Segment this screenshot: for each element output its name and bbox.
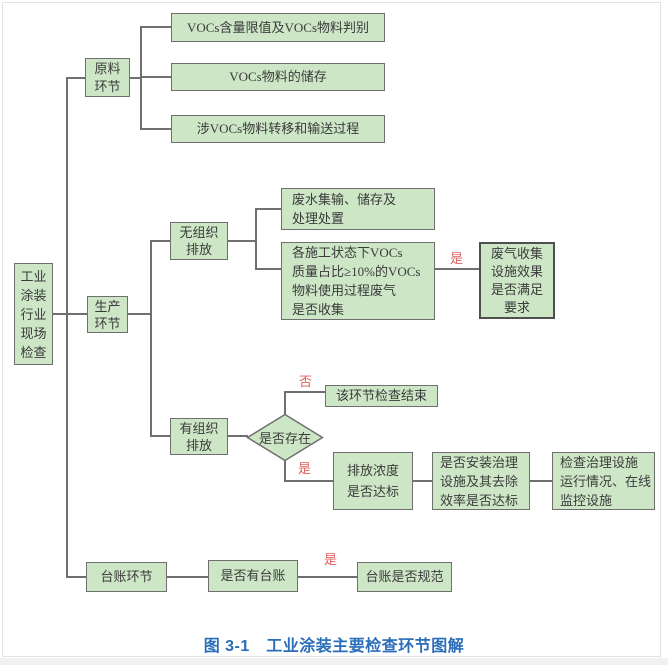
node-vocs-transfer: 涉VOCs物料转移和输送过程 [171,115,385,143]
connector-raw-material-out [130,77,142,79]
connector-to-vocs-storage [140,76,172,78]
node-treatment-installed: 是否安装治理 设施及其去除 效率是否达标 [432,452,530,510]
connector-to-vocs-limit [140,26,172,28]
node-ledger-standard: 台账是否规范 [357,562,452,592]
connector-yes-vertical [284,459,286,482]
connector-collection-yes [435,268,479,270]
connector-production-out [128,313,152,315]
connector-ledger-out [167,576,208,578]
connector-trunk-vertical [66,78,68,578]
figure-caption: 图 3-1 工业涂装主要检查环节图解 [203,638,465,655]
node-vocs-collection: 各施工状态下VOCs 质量占比≥10%的VOCs 物料使用过程废气 是否收集 [281,242,435,320]
connector-root-to-production [53,313,88,315]
edge-label-yes-ledger: 是 [324,552,338,567]
connector-ledger-yes [298,576,357,578]
stage-production: 生产 环节 [87,296,128,333]
connector-fugitive-branch-vertical [255,208,257,270]
stage-ledger: 台账环节 [86,562,167,592]
connector-production-branch-vertical [150,240,152,437]
connector-yes-horizontal [284,480,334,482]
node-organized-emission: 有组织 排放 [170,418,228,455]
node-gas-collection-effect: 废气收集 设施效果 是否满足 要求 [479,242,555,319]
connector-trunk-to-ledger [66,576,87,578]
decision-exist-label: 是否存在 [258,431,311,446]
connector-raw-branch-vertical [140,26,142,130]
connector-to-vocs-transfer [140,128,172,130]
edge-label-yes-exist: 是 [298,461,312,476]
page-bottom-edge [0,658,668,665]
edge-label-yes-collection: 是 [450,251,464,266]
connector-treatment-to-check [530,480,552,482]
node-vocs-limit: VOCs含量限值及VOCs物料判别 [171,13,385,42]
connector-to-vocs-collection [255,268,281,270]
connector-fugitive-out [228,240,257,242]
connector-trunk-to-raw-material [66,77,86,79]
connector-concentration-to-treatment [413,480,432,482]
node-check-end: 该环节检查结束 [325,385,438,407]
connector-to-organized [150,435,170,437]
decision-exist-diamond: 是否存在 [246,413,324,462]
node-ledger-exist: 是否有台账 [208,560,298,592]
node-concentration-ok: 排放浓度 是否达标 [333,452,413,510]
node-wastewater: 废水集输、储存及 处理处置 [281,188,435,230]
node-vocs-storage: VOCs物料的储存 [171,63,385,91]
stage-raw-material: 原料 环节 [85,58,130,97]
root-node: 工业 涂装 行业 现场 检查 [14,263,53,365]
diamond-shape-icon [246,413,324,462]
edge-label-no-exist: 否 [299,374,313,389]
connector-no-vertical [284,391,286,415]
node-fugitive-emission: 无组织 排放 [170,222,228,260]
connector-no-horizontal [284,391,326,393]
connector-organized-to-diamond [228,435,248,437]
connector-to-wastewater [255,208,281,210]
node-treatment-check: 检查治理设施 运行情况、在线 监控设施 [552,452,655,510]
connector-to-fugitive [150,240,170,242]
